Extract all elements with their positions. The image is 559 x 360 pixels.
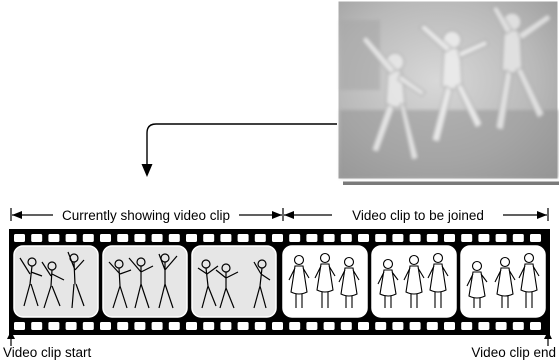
dancers-figure-icon [197, 259, 271, 309]
sprocket-hole [82, 322, 94, 330]
sprocket-hole [237, 322, 249, 330]
sprocket-hole [117, 322, 129, 330]
sprocket-hole [254, 234, 266, 242]
sprocket-hole [478, 234, 490, 242]
clip-markers: Video clip start Video clip end [3, 331, 556, 360]
sprocket-hole [495, 234, 507, 242]
sprocket-hole [375, 234, 387, 242]
current-frame [13, 245, 99, 318]
sprocket-hole [272, 322, 283, 330]
dancers-figure-icon [466, 252, 540, 308]
sprocket-hole [512, 234, 524, 242]
sprocket-hole [237, 234, 249, 242]
sprocket-hole [14, 234, 25, 242]
sprocket-row-top [14, 234, 541, 242]
sprocket-hole [358, 234, 369, 242]
sprocket-hole [495, 322, 507, 330]
sprocket-hole [289, 322, 301, 330]
sprocket-hole [82, 234, 94, 242]
start-marker-arrow [7, 331, 15, 339]
sprocket-hole [186, 234, 197, 242]
sprocket-hole [306, 322, 318, 330]
filmstrip-body [9, 229, 550, 335]
connector-line [146, 123, 337, 166]
video-preview [335, 0, 559, 185]
dancers-figure-icon [288, 252, 360, 308]
sprocket-hole [323, 234, 335, 242]
end-marker-arrow [544, 331, 552, 339]
joined-range-left-arrow [284, 211, 294, 219]
sprocket-hole [444, 322, 455, 330]
sprocket-row-bottom [14, 322, 541, 330]
sprocket-hole [100, 322, 111, 330]
dancers-figure-icon [108, 253, 178, 309]
sprocket-hole [254, 322, 266, 330]
current-range-right-arrow [272, 211, 282, 219]
sprocket-hole [117, 234, 129, 242]
current-clip-label: Currently showing video clip [62, 208, 230, 223]
sprocket-hole [409, 322, 421, 330]
sprocket-hole [151, 322, 163, 330]
sprocket-hole [134, 322, 146, 330]
sprocket-hole [358, 322, 369, 330]
sprocket-hole [530, 322, 541, 330]
sprocket-hole [306, 234, 318, 242]
sprocket-hole [461, 234, 473, 242]
clip-end-label: Video clip end [471, 345, 556, 360]
filmstrip [9, 229, 550, 335]
sprocket-hole [375, 322, 387, 330]
sprocket-hole [151, 234, 163, 242]
sprocket-hole [31, 322, 43, 330]
sprocket-hole [65, 322, 77, 330]
connector-arrow-head [141, 164, 153, 177]
sprocket-hole [31, 234, 43, 242]
current-frame [102, 245, 188, 318]
sprocket-hole [168, 234, 180, 242]
sprocket-hole [426, 322, 438, 330]
sprocket-hole [203, 234, 215, 242]
joined-range-right-arrow [537, 211, 547, 219]
joined-frame [371, 245, 457, 318]
sprocket-hole [461, 322, 473, 330]
joined-frame [282, 245, 368, 318]
sprocket-hole [220, 322, 232, 330]
sprocket-hole [134, 234, 146, 242]
joined-clip-label: Video clip to be joined [352, 208, 484, 223]
sprocket-hole [48, 322, 60, 330]
sprocket-hole [100, 234, 111, 242]
sprocket-hole [220, 234, 232, 242]
sprocket-hole [444, 234, 455, 242]
dancers-figure-icon [19, 251, 85, 309]
sprocket-hole [48, 234, 60, 242]
dancers-figure-icon [377, 252, 449, 308]
sprocket-hole [168, 322, 180, 330]
sprocket-hole [203, 322, 215, 330]
sprocket-hole [323, 322, 335, 330]
sprocket-hole [340, 322, 352, 330]
sprocket-hole [14, 322, 25, 330]
current-frame [191, 245, 277, 318]
sprocket-hole [426, 234, 438, 242]
sprocket-hole [340, 234, 352, 242]
preview-connector [141, 123, 337, 177]
sprocket-hole [272, 234, 283, 242]
sprocket-hole [512, 322, 524, 330]
sprocket-hole [478, 322, 490, 330]
joined-frame [460, 245, 546, 318]
sprocket-hole [65, 234, 77, 242]
current-range-left-arrow [12, 211, 22, 219]
sprocket-hole [409, 234, 421, 242]
preview-dancers-photo [340, 5, 559, 178]
range-labels: Currently showing video clip Video clip … [10, 208, 549, 223]
sprocket-hole [392, 322, 404, 330]
sprocket-hole [289, 234, 301, 242]
sprocket-hole [530, 234, 541, 242]
clip-start-label: Video clip start [3, 345, 92, 360]
sprocket-hole [392, 234, 404, 242]
sprocket-hole [186, 322, 197, 330]
